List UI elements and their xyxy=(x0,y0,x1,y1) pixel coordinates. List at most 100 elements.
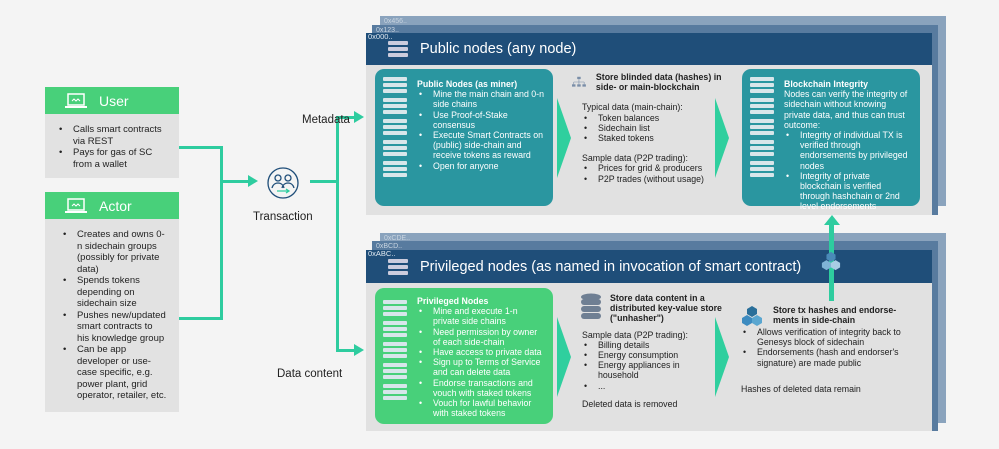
arrow-head xyxy=(248,175,258,187)
privileged-title: Privileged nodes (as named in invocation… xyxy=(420,258,802,275)
list-item: ... xyxy=(582,381,722,391)
cubes-icon xyxy=(742,306,762,326)
user-header: User xyxy=(45,87,179,114)
hierarchy-icon xyxy=(572,76,586,87)
privileged-panel: 0xABC.. Privileged nodes (as named in in… xyxy=(366,249,932,431)
arrow-head xyxy=(354,344,364,356)
list-item: Use Proof-of-Stake consensus xyxy=(417,110,545,130)
sample-label: Sample data (P2P trading): xyxy=(582,153,688,164)
data-content-label: Data content xyxy=(277,368,343,380)
list-item: Token balances xyxy=(582,113,730,123)
list-item: Sign up to Terms of Service and can dele… xyxy=(417,357,545,377)
middle-footer: Deleted data is removed xyxy=(582,398,678,409)
card-title: Blockchain Integrity xyxy=(784,79,869,89)
server-stack-icon xyxy=(750,77,774,177)
user-title: User xyxy=(99,92,129,109)
right-footer: Hashes of deleted data remain xyxy=(741,383,861,394)
public-middle: Store blinded data (hashes) in side- or … xyxy=(572,72,730,184)
server-icon xyxy=(388,41,408,57)
user-body: Calls smart contracts via REST Pays for … xyxy=(45,114,179,178)
sample-label: Sample data (P2P trading): xyxy=(582,329,688,340)
arrow-head-up xyxy=(824,215,840,225)
list-item: Open for anyone xyxy=(417,161,545,171)
privileged-middle: Store data content in a distributed key-… xyxy=(581,293,722,409)
laptop-icon xyxy=(65,92,87,108)
server-stack-icon xyxy=(383,77,407,177)
list-item: Endorse transactions and vouch with stak… xyxy=(417,378,545,398)
list-item: Mine and execute 1-n private side chains xyxy=(417,306,545,326)
layer-hash: 0x456.. xyxy=(384,18,407,25)
list-item: Mine the main chain and 0-n side chains xyxy=(417,89,545,109)
middle-title: Store blinded data (hashes) in side- or … xyxy=(595,72,722,93)
actor-header: Actor xyxy=(45,192,179,219)
card-text: Nodes can verify the integrity of sidech… xyxy=(784,89,908,130)
privileged-nodes-card: Privileged Nodes Mine and execute 1-n pr… xyxy=(375,288,553,424)
connector-data-content xyxy=(336,349,356,352)
card-title: Public Nodes (as miner) xyxy=(417,79,518,89)
metadata-label: Metadata xyxy=(302,114,350,126)
cubes-icon xyxy=(821,251,841,271)
public-panel: 0x000.. Public nodes (any node) Public N… xyxy=(366,32,932,215)
chevron-arrow xyxy=(715,317,729,397)
server-stack-icon xyxy=(383,300,407,400)
list-item: Spends tokens depending on sidechain siz… xyxy=(61,275,167,310)
public-nodes-card: Public Nodes (as miner) Mine the main ch… xyxy=(375,69,553,206)
user-box: User Calls smart contracts via REST Pays… xyxy=(45,87,179,178)
list-item: Calls smart contracts via REST xyxy=(57,124,167,147)
actor-body: Creates and owns 0-n sidechain groups (p… xyxy=(45,219,179,412)
list-item: Billing details xyxy=(582,340,722,350)
layer-hash: 0xBCD.. xyxy=(376,243,403,250)
list-item: Energy consumption xyxy=(582,350,722,360)
people-exchange-icon xyxy=(267,167,299,199)
list-item: Need permission by owner of each side-ch… xyxy=(417,327,545,347)
list-item: Staked tokens xyxy=(582,133,730,143)
layer-hash: 0xCDE.. xyxy=(384,235,411,242)
actor-box: Actor Creates and owns 0-n sidechain gro… xyxy=(45,192,179,412)
list-item: Pays for gas of SC from a wallet xyxy=(57,147,167,170)
list-item: Energy appliances in household xyxy=(582,360,722,380)
public-header: 0x000.. Public nodes (any node) xyxy=(366,32,932,65)
list-item: Creates and owns 0-n sidechain groups (p… xyxy=(61,229,167,275)
connector-vertical-right xyxy=(336,116,339,352)
list-item: Prices for grid & producers xyxy=(582,163,730,173)
middle-title: Store data content in a distributed key-… xyxy=(610,293,722,324)
public-body: Public Nodes (as miner) Mine the main ch… xyxy=(366,65,932,215)
arrow-head xyxy=(354,111,364,123)
blockchain-integrity-card: Blockchain Integrity Nodes can verify th… xyxy=(742,69,920,211)
right-title: Store tx hashes and endorse-ments in sid… xyxy=(773,305,897,326)
list-item: Integrity of private blockchain is verif… xyxy=(784,171,912,212)
actor-title: Actor xyxy=(99,197,132,214)
list-item: Integrity of individual TX is verified t… xyxy=(784,130,912,171)
transaction-label: Transaction xyxy=(253,211,313,223)
list-item: Execute Smart Contracts on (public) side… xyxy=(417,130,545,161)
connector-from-transaction xyxy=(310,180,338,183)
public-title: Public nodes (any node) xyxy=(420,41,577,57)
database-icon xyxy=(581,293,601,319)
privileged-body: Privileged Nodes Mine and execute 1-n pr… xyxy=(366,283,932,431)
connector-metadata xyxy=(336,116,356,119)
list-item: P2P trades (without usage) xyxy=(582,174,730,184)
laptop-icon xyxy=(65,197,87,213)
chevron-arrow xyxy=(715,98,729,178)
card-title: Privileged Nodes xyxy=(417,296,489,306)
list-item: Can be app developer or use-case specifi… xyxy=(61,344,167,402)
typical-label: Typical data (main-chain): xyxy=(582,102,683,113)
layer-hash: 0x123.. xyxy=(376,27,399,34)
layer-hash: 0xABC.. xyxy=(368,249,396,258)
connector-actor xyxy=(179,317,222,320)
server-icon xyxy=(388,258,408,275)
list-item: Sidechain list xyxy=(582,123,730,133)
privileged-right: Store tx hashes and endorse-ments in sid… xyxy=(741,305,906,394)
layer-hash: 0x000.. xyxy=(368,32,393,41)
privileged-header: 0xABC.. Privileged nodes (as named in in… xyxy=(366,249,932,283)
list-item: Have access to private data xyxy=(417,347,545,357)
connector-user xyxy=(179,146,222,149)
chevron-arrow xyxy=(557,317,571,397)
chevron-arrow xyxy=(557,98,571,178)
list-item: Allows verification of integrity back to… xyxy=(741,327,906,347)
connector-vertical-left xyxy=(220,146,223,320)
connector-to-transaction xyxy=(220,180,250,183)
list-item: Vouch for lawful behavior with staked to… xyxy=(417,398,545,418)
list-item: Pushes new/updated smart contracts to hi… xyxy=(61,310,167,345)
list-item: Endorsements (hash and endorser's signat… xyxy=(741,347,906,367)
